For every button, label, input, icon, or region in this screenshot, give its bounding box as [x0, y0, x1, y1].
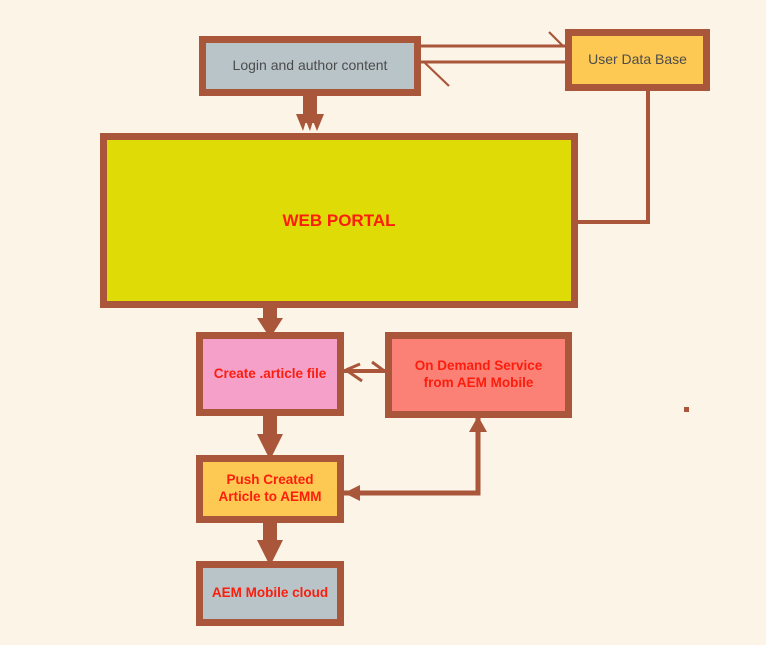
- node-push-created-article-label: Push Created Article to AEMM: [218, 472, 322, 504]
- edge-article-push: [257, 416, 283, 460]
- edge-login-userdb: [421, 31, 565, 87]
- node-on-demand-service[interactable]: On Demand Service from AEM Mobile: [385, 332, 572, 418]
- node-user-data-base[interactable]: User Data Base: [565, 29, 710, 91]
- node-web-portal-label: WEB PORTAL: [282, 210, 396, 230]
- node-create-article-file-label: Create .article file: [213, 365, 327, 381]
- edge-login-webportal: [296, 96, 324, 131]
- node-login-and-author-content[interactable]: Login and author content: [199, 36, 421, 96]
- node-on-demand-service-label: On Demand Service from AEM Mobile: [414, 358, 543, 390]
- node-aem-mobile-cloud-label: AEM Mobile cloud: [211, 585, 329, 601]
- stray-dot-mark: [684, 407, 689, 412]
- node-web-portal[interactable]: WEB PORTAL: [100, 133, 578, 308]
- edge-userdb-webportal: [578, 91, 650, 224]
- node-push-created-article[interactable]: Push Created Article to AEMM: [196, 455, 344, 523]
- node-aem-mobile-cloud[interactable]: AEM Mobile cloud: [196, 561, 344, 626]
- edge-ondemand-push: [344, 416, 487, 501]
- edge-ondemand-article: [344, 360, 385, 383]
- node-login-label: Login and author content: [232, 57, 388, 74]
- node-create-article-file[interactable]: Create .article file: [196, 332, 344, 416]
- edge-push-aemcloud: [257, 523, 283, 566]
- node-user-data-base-label: User Data Base: [588, 51, 687, 68]
